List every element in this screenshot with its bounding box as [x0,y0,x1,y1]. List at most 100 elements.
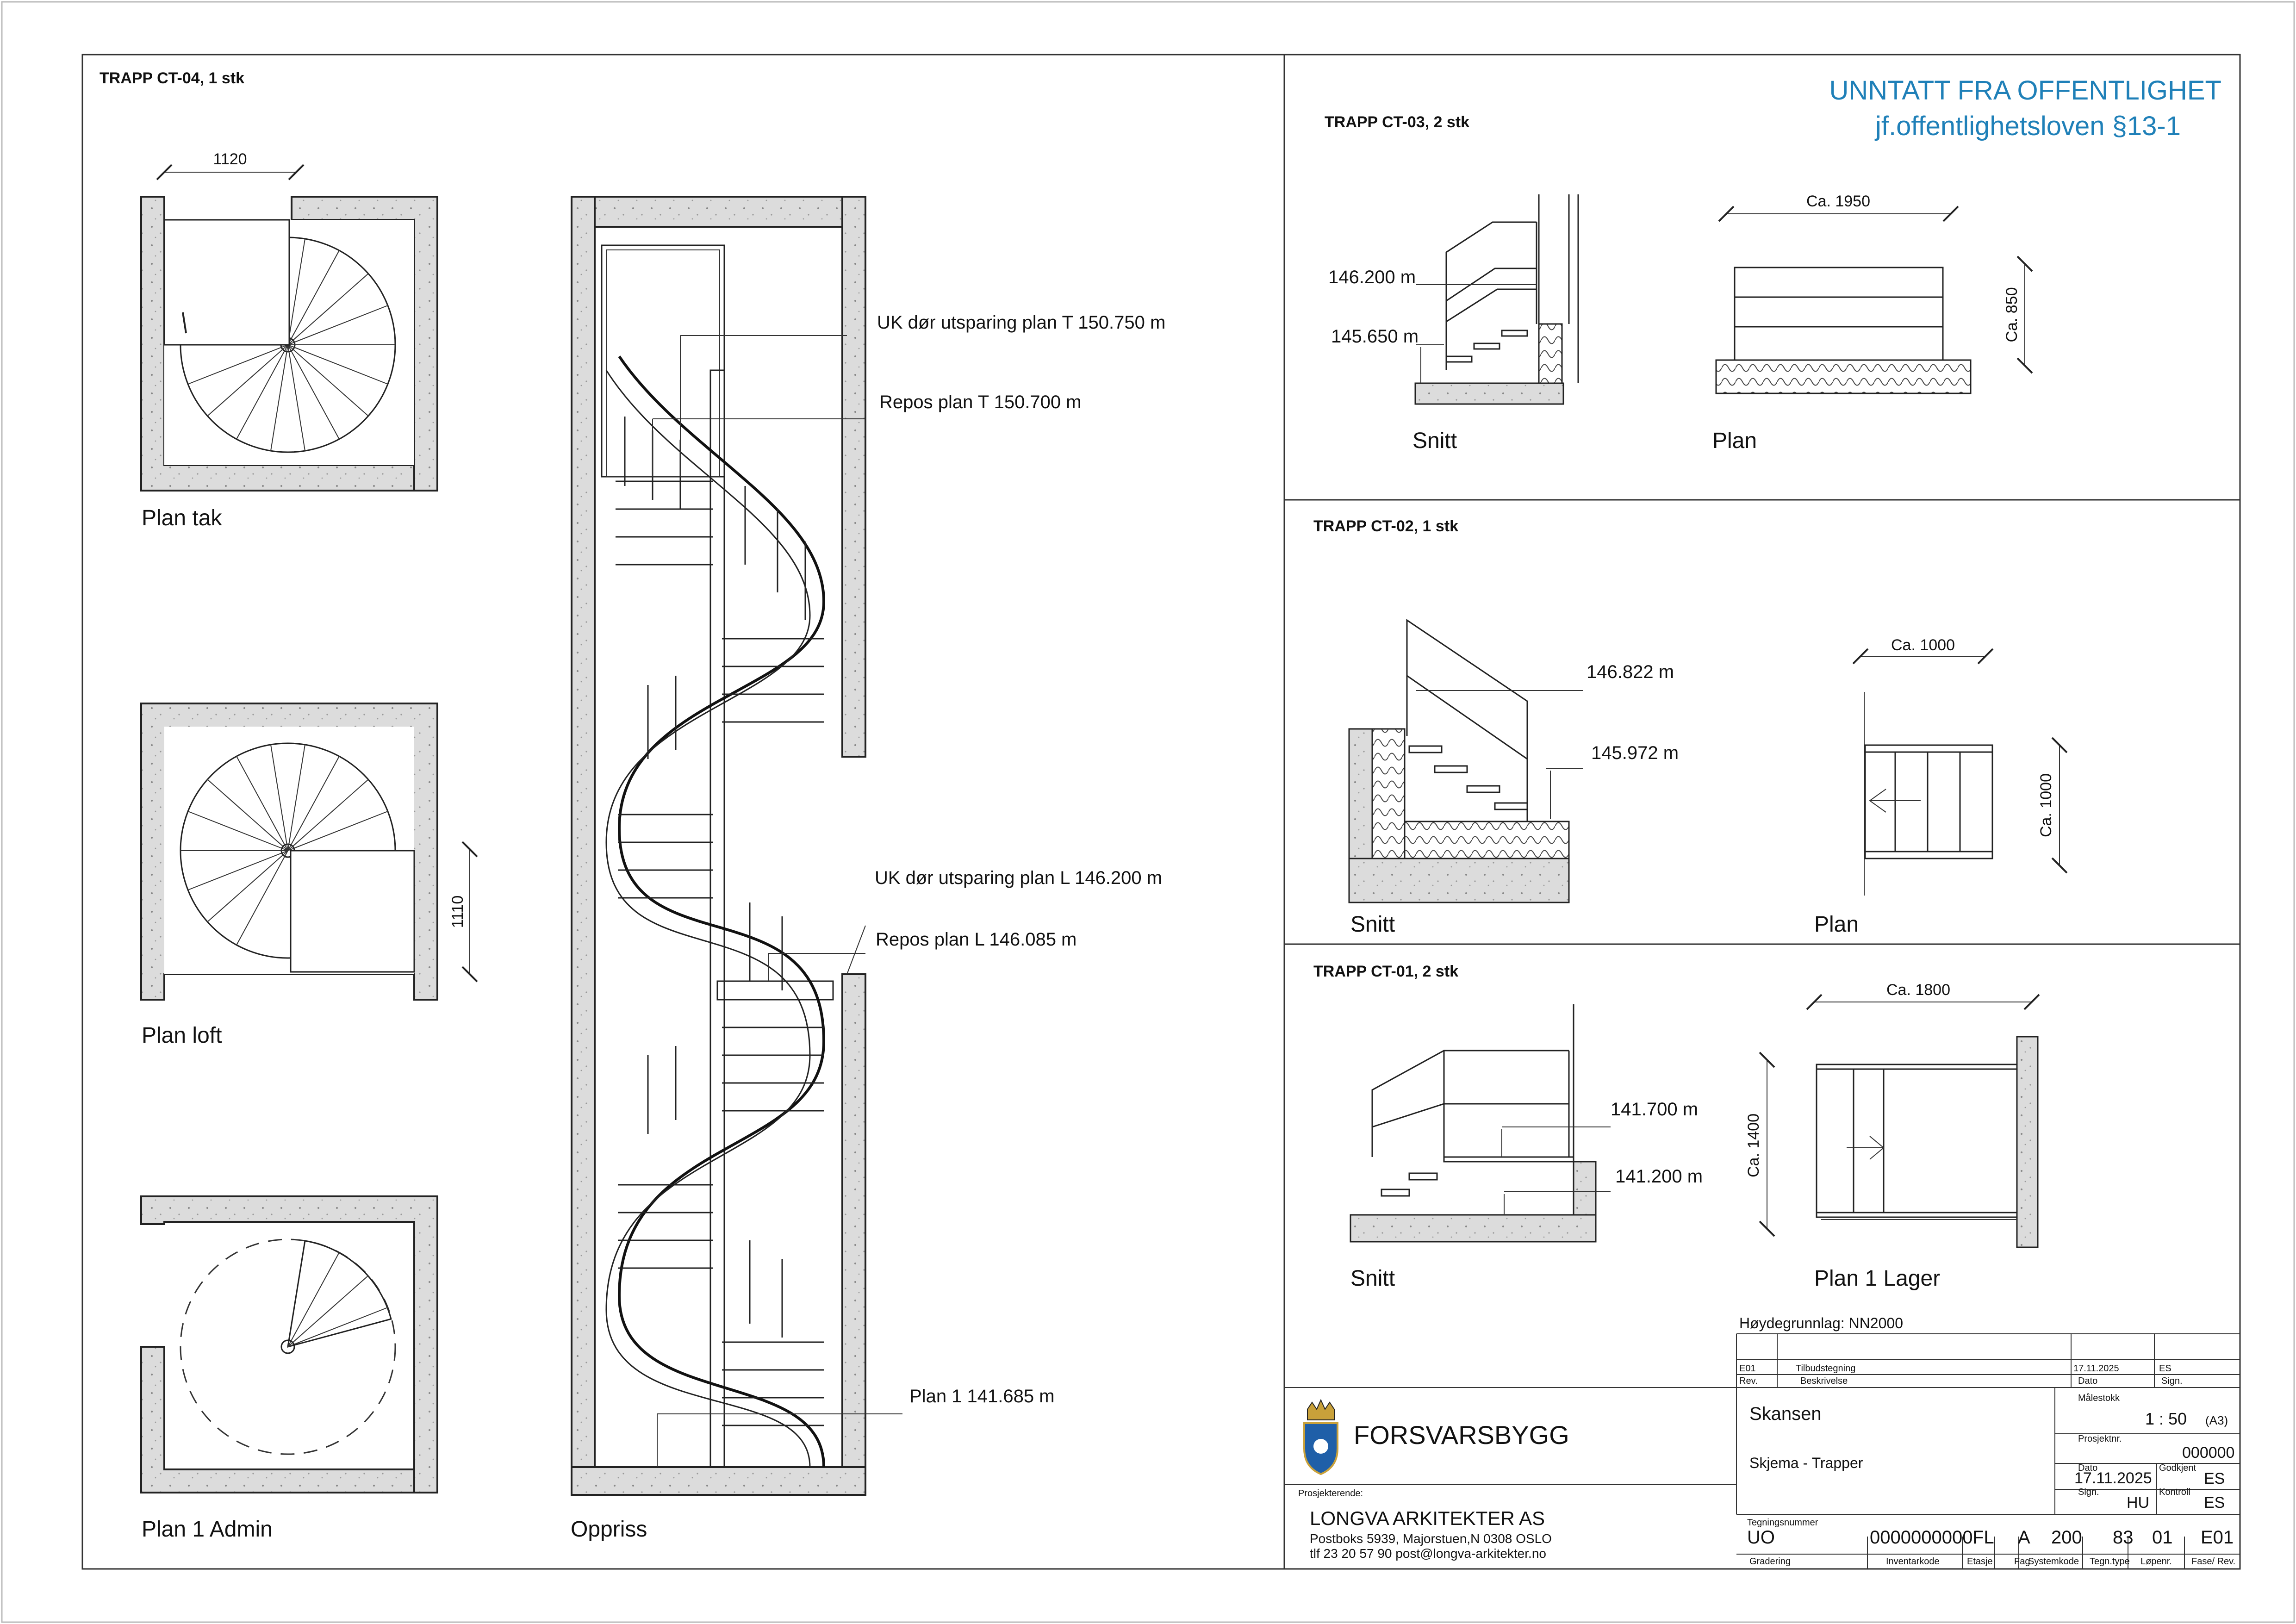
paper-size: (A3) [2205,1413,2228,1427]
ct04-loft-treads [180,744,388,946]
header-prosjekterende: Prosjekterende: [1298,1488,1363,1499]
ct04-plan-tak: 1120 [140,150,438,492]
tn-systemkode: 200 [2051,1527,2082,1548]
scale: 1 : 50 [2145,1409,2187,1428]
header-godkjent: Godkjent [2159,1463,2196,1473]
tn-lopenr: 01 [2152,1527,2173,1548]
field-fase: Fase/ Rev. [2191,1556,2235,1567]
ct01-elev-bottom: 141.200 m [1615,1166,1703,1187]
ct04-elev-4: Repos plan L 146.085 m [876,929,1076,950]
ct02-dim-d: Ca. 1000 [2037,773,2055,837]
header-kontroll: Kontroll [2159,1487,2190,1497]
ct03-dim-w: Ca. 1950 [1806,193,1870,210]
prosjektnr: 000000 [2182,1444,2234,1462]
rev-description: Tilbudstegning [1796,1363,1855,1374]
ct03-label-plan: Plan [1712,429,1757,453]
ct03-elev-top: 146.200 m [1328,267,1416,287]
header-tegningsnummer: Tegningsnummer [1747,1518,1818,1528]
rev-sign: ES [2159,1363,2172,1374]
field-tegntype: Tegn.type [2090,1556,2130,1567]
dato: 17.11.2025 [2074,1469,2152,1487]
firm-contact: tlf 23 20 57 90 post@longva-arkitekter.n… [1310,1546,1546,1561]
ct02-snitt [1348,619,1583,903]
ct04-oppriss [571,196,902,1496]
ct01-elev-top: 141.700 m [1611,1099,1698,1120]
forsvarsbygg-logo [1303,1399,1338,1475]
drawing-title: Skjema - Trapper [1749,1455,1863,1471]
ct04-elev-5: Plan 1 141.685 m [909,1386,1055,1406]
firm-name: LONGVA ARKITEKTER AS [1310,1507,1545,1529]
ct03-dim-d: Ca. 850 [2003,287,2021,342]
ct03-snitt [1414,194,1579,405]
ct01-snitt [1350,1004,1611,1243]
org-name: FORSVARSBYGG [1354,1420,1569,1450]
header-sign: Sign. [2161,1376,2183,1386]
title-block-grid [1284,1333,2240,1569]
field-fag: Fag [2014,1556,2030,1567]
ct02-label-snitt: Snitt [1350,912,1395,937]
ct04-dim-loft: 1110 [449,896,467,928]
drawing-frame [81,54,2241,1570]
tn-fase: E01 [2201,1527,2234,1548]
ct01-label-snitt: Snitt [1350,1266,1395,1291]
tn-gradering: UO [1747,1527,1775,1548]
ct04-label-loft: Plan loft [142,1023,222,1048]
header-prosjektnr: Prosjektnr. [2078,1434,2122,1444]
tn-tegntype: 83 [2113,1527,2134,1548]
ct02-title: TRAPP CT-02, 1 stk [1313,517,1458,535]
ct01-dim-w: Ca. 1800 [1886,981,1950,999]
header-rev: Rev. [1739,1376,1758,1386]
ct04-label-admin: Plan 1 Admin [142,1517,273,1542]
tn-fag: A [2018,1527,2030,1548]
ct02-dim-w: Ca. 1000 [1891,636,1955,654]
field-gradering: Gradering [1749,1556,1791,1567]
project-name: Skansen [1749,1404,1822,1424]
header-sign-block: Sign. [2078,1487,2099,1497]
ct04-label-tak: Plan tak [142,506,222,530]
header-beskrivelse: Beskrivelse [1800,1376,1848,1386]
ct01-title: TRAPP CT-01, 2 stk [1313,963,1458,980]
ct04-title: TRAPP CT-04, 1 stk [100,69,244,87]
ct04-oppriss-leaders [652,335,902,1467]
ct02-elev-top: 146.822 m [1587,662,1674,682]
header-dato: Dato [2078,1376,2097,1386]
ct03-plan [1715,205,2033,394]
ct04-plan-loft: 1110 [140,703,478,1001]
ct02-label-plan: Plan [1814,912,1859,937]
ct02-elev-bottom: 145.972 m [1591,743,1679,763]
field-etasje: Etasje [1967,1556,1993,1567]
stamp-line-1: UNNTATT FRA OFFENTLIGHET [1829,75,2221,106]
header-malestokk: Målestokk [2078,1393,2120,1403]
header-dato-block: Dato [2078,1463,2097,1473]
ct03-elev-bottom: 145.650 m [1331,326,1419,347]
tn-inventar: 0000000000 [1870,1527,1972,1548]
ct01-plan [1759,994,2040,1248]
ct03-label-snitt: Snitt [1412,429,1457,453]
hoydegrunnlag: Høydegrunnlag: NN2000 [1739,1315,1903,1332]
rev-code: E01 [1739,1363,1756,1374]
godkjent: ES [2204,1470,2225,1487]
ct04-admin-treads [287,1252,388,1347]
firm-address: Postboks 5939, Majorstuen,N 0308 OSLO [1310,1531,1552,1546]
ct04-plan-admin [140,1195,438,1493]
ct04-elev-3: UK dør utsparing plan L 146.200 m [875,868,1162,888]
ct03-title: TRAPP CT-03, 2 stk [1325,113,1469,131]
ct04-oppriss-treads [616,480,824,1426]
ct04-label-oppriss: Oppriss [571,1517,647,1542]
field-inventarkode: Inventarkode [1886,1556,1940,1567]
ct04-elev-1: UK dør utsparing plan T 150.750 m [877,312,1165,333]
kontroll: ES [2204,1494,2225,1512]
ct04-oppriss-balusters [624,417,806,1338]
field-systemkode: Systemkode [2028,1556,2079,1567]
ct01-dim-d: Ca. 1400 [1745,1114,1762,1177]
tn-etasje: FL [1972,1527,1994,1548]
field-lopenr: Løpenr. [2140,1556,2172,1567]
ct01-label-plan: Plan 1 Lager [1814,1266,1940,1291]
ct04-elev-2: Repos plan T 150.700 m [879,392,1082,412]
ct04-dim-tak: 1120 [213,150,247,168]
stamp-line-2: jf.offentlighetsloven §13-1 [1874,111,2181,141]
ct02-plan [1852,648,2068,896]
rev-date: 17.11.2025 [2073,1363,2119,1374]
